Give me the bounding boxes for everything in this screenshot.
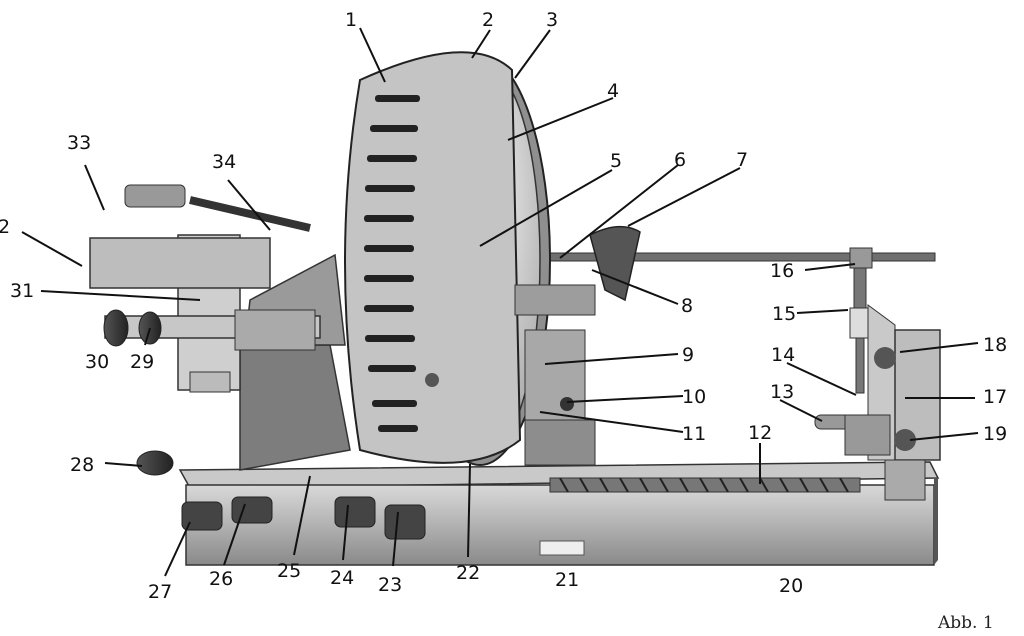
callout-28: 28 <box>70 454 94 476</box>
callout-26: 26 <box>209 568 233 590</box>
callout-9: 9 <box>682 344 694 366</box>
callout-14: 14 <box>771 344 795 366</box>
callout-10: 10 <box>682 386 706 408</box>
figure-caption: Abb. 1 <box>937 613 994 633</box>
callout-6: 6 <box>674 149 686 171</box>
callout-13: 13 <box>770 381 794 403</box>
callout-1: 1 <box>345 9 357 31</box>
callout-15: 15 <box>772 303 796 325</box>
callout-22: 22 <box>456 562 480 584</box>
lead-screw <box>549 477 861 493</box>
callout-21: 21 <box>555 569 579 591</box>
callout-3: 3 <box>546 9 558 31</box>
leader-lines <box>21 27 979 577</box>
callout-25: 25 <box>277 560 301 582</box>
callout-33: 33 <box>67 132 91 154</box>
callout-18: 18 <box>983 334 1007 356</box>
callout-24: 24 <box>330 567 354 589</box>
callout-2: 2 <box>482 9 494 31</box>
base-rail <box>178 461 940 566</box>
callout-4: 4 <box>607 80 619 102</box>
callout-12: 12 <box>748 422 772 444</box>
callout-29: 29 <box>130 351 154 373</box>
callout-23: 23 <box>378 574 402 596</box>
left-frame <box>89 184 351 476</box>
callout-34: 34 <box>212 151 236 173</box>
callout-19: 19 <box>983 423 1007 445</box>
callout-labels: 1 2 3 4 5 6 7 8 9 10 11 12 13 14 15 16 1… <box>0 9 1007 603</box>
callout-16: 16 <box>770 260 794 282</box>
slotted-wheel <box>344 51 551 466</box>
callout-30: 30 <box>85 351 109 373</box>
callout-27: 27 <box>148 581 172 603</box>
callout-32: 2 <box>0 216 10 238</box>
callout-17: 17 <box>983 386 1007 408</box>
callout-11: 11 <box>682 423 706 445</box>
callout-7: 7 <box>736 149 748 171</box>
callout-8: 8 <box>681 295 693 317</box>
right-mechanism <box>514 226 941 501</box>
base-knobs <box>181 496 426 540</box>
callout-20: 20 <box>779 575 803 597</box>
callout-31: 31 <box>10 280 34 302</box>
callout-5: 5 <box>610 150 622 172</box>
